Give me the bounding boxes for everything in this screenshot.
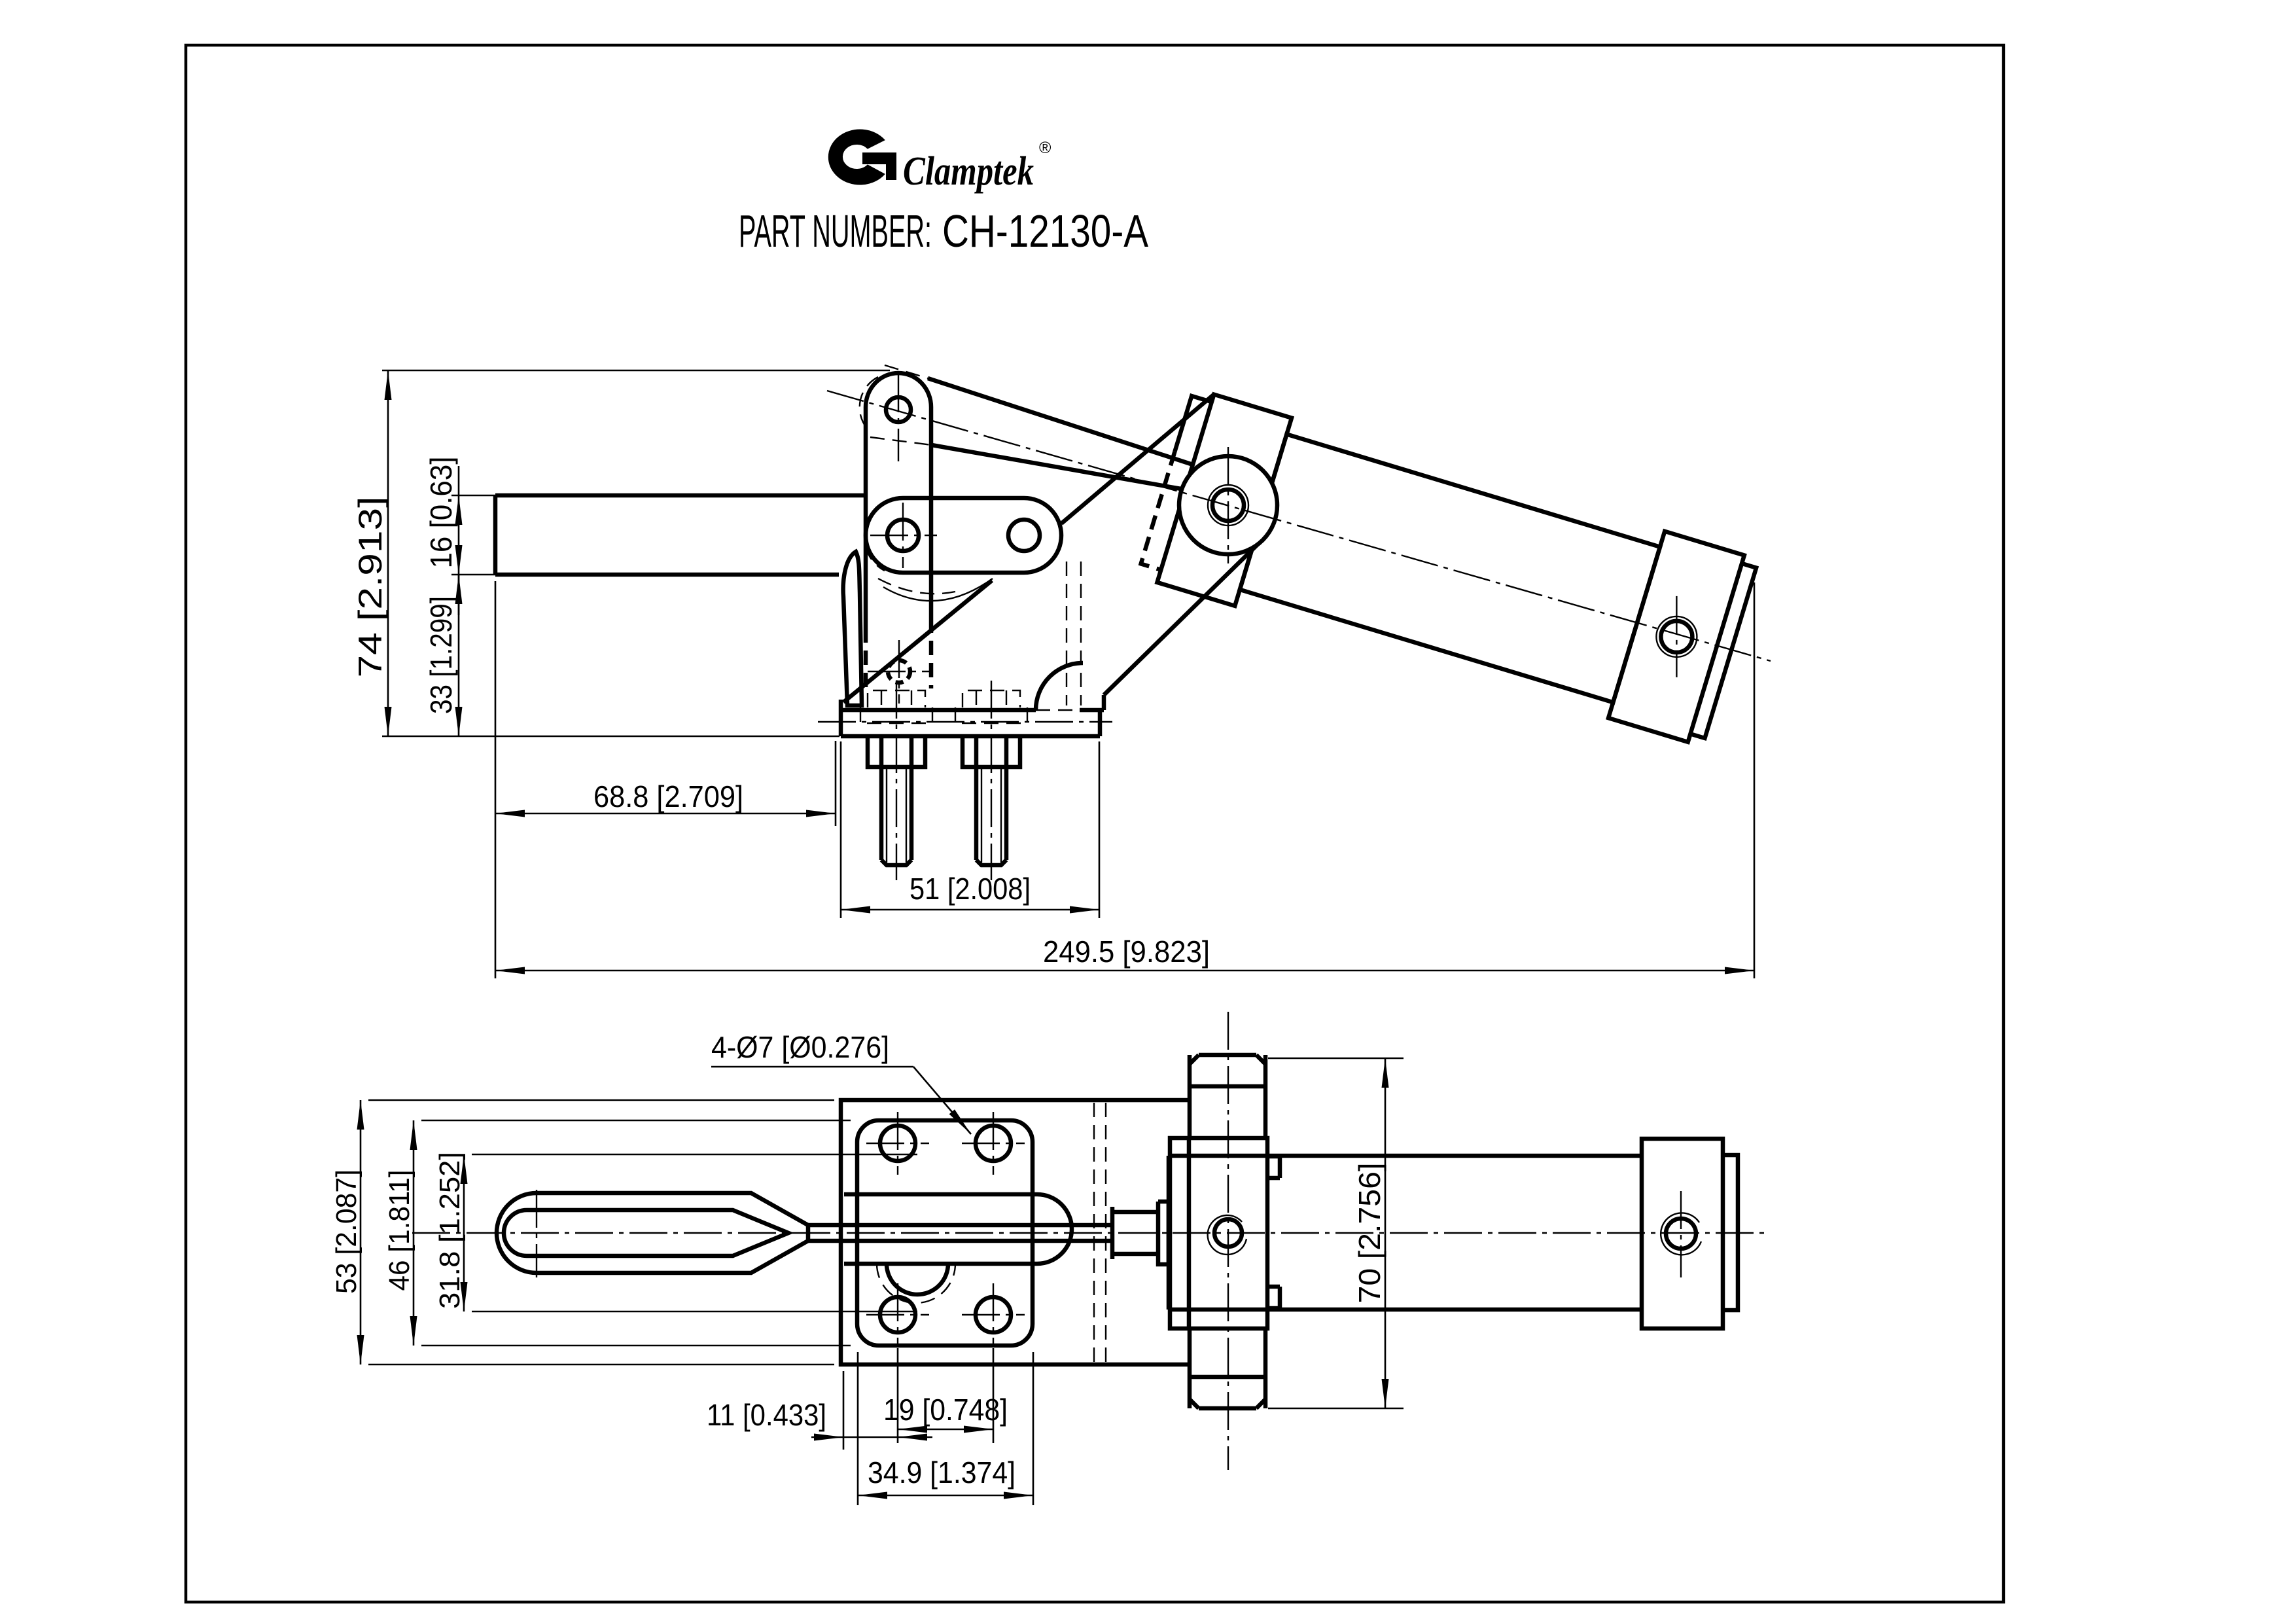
svg-text:34.9 [1.374]: 34.9 [1.374] — [868, 1455, 1016, 1489]
svg-text:51 [2.008]: 51 [2.008] — [910, 872, 1031, 906]
svg-text:Clamptek: Clamptek — [903, 149, 1034, 194]
svg-text:4-Ø7 [Ø0.276]: 4-Ø7 [Ø0.276] — [711, 1030, 889, 1064]
svg-text:249.5 [9.823]: 249.5 [9.823] — [1043, 935, 1210, 969]
svg-text:PART NUMBER:: PART NUMBER: — [739, 205, 932, 257]
svg-text:31.8 [1.252]: 31.8 [1.252] — [434, 1152, 466, 1309]
svg-text:CH-12130-A: CH-12130-A — [942, 205, 1148, 257]
svg-text:11 [0.433]: 11 [0.433] — [707, 1398, 826, 1432]
svg-text:46 [1.811]: 46 [1.811] — [383, 1170, 415, 1291]
svg-text:®: ® — [1039, 139, 1051, 157]
svg-text:16 [0.63]: 16 [0.63] — [424, 457, 458, 569]
svg-text:70 [2.756]: 70 [2.756] — [1352, 1163, 1386, 1304]
svg-text:68.8 [2.709]: 68.8 [2.709] — [593, 779, 743, 813]
svg-text:53 [2.087]: 53 [2.087] — [330, 1169, 362, 1294]
svg-text:19 [0.748]: 19 [0.748] — [883, 1393, 1008, 1427]
svg-text:74 [2.913]: 74 [2.913] — [352, 497, 389, 678]
svg-text:33 [1.299]: 33 [1.299] — [424, 596, 458, 714]
